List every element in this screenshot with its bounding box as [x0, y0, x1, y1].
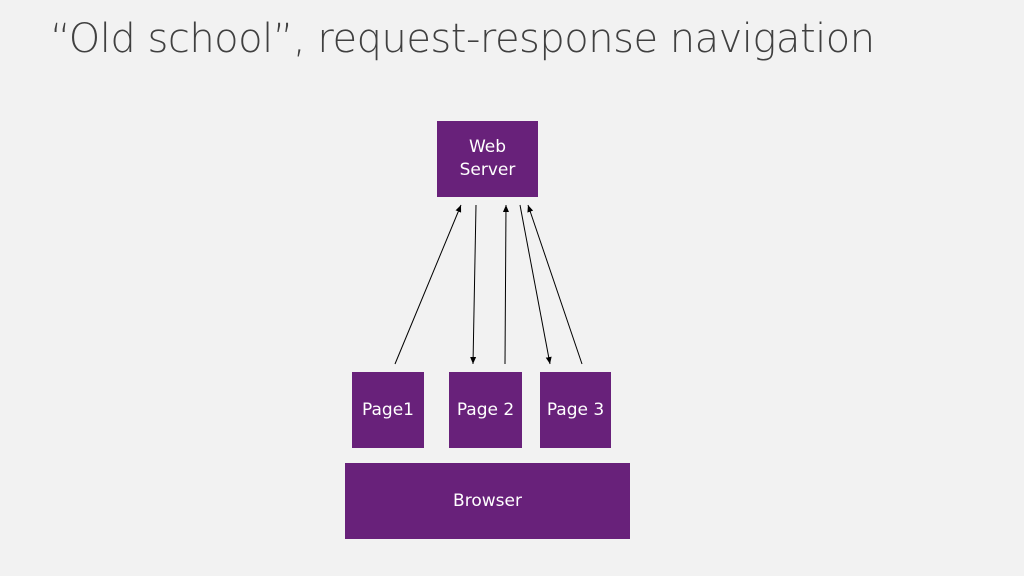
page3-box: Page 3 — [540, 372, 611, 448]
arrow-page3-to-server — [527, 204, 583, 365]
web-server-label: Web Server — [459, 137, 516, 180]
arrow-page2-to-server — [502, 204, 509, 365]
arrow-server-to-page3 — [519, 204, 552, 365]
web-server-box: Web Server — [437, 121, 538, 197]
arrow-server-to-page2 — [470, 204, 477, 365]
page2-box: Page 2 — [449, 372, 522, 448]
page1-box: Page1 — [352, 372, 424, 448]
browser-box: Browser — [345, 463, 630, 539]
browser-label: Browser — [453, 490, 522, 511]
page3-label: Page 3 — [546, 399, 605, 420]
slide-title: “Old school”, request-response navigatio… — [50, 16, 875, 62]
page2-label: Page 2 — [456, 399, 515, 420]
page1-label: Page1 — [362, 399, 414, 420]
arrow-page1-to-server — [394, 204, 462, 365]
